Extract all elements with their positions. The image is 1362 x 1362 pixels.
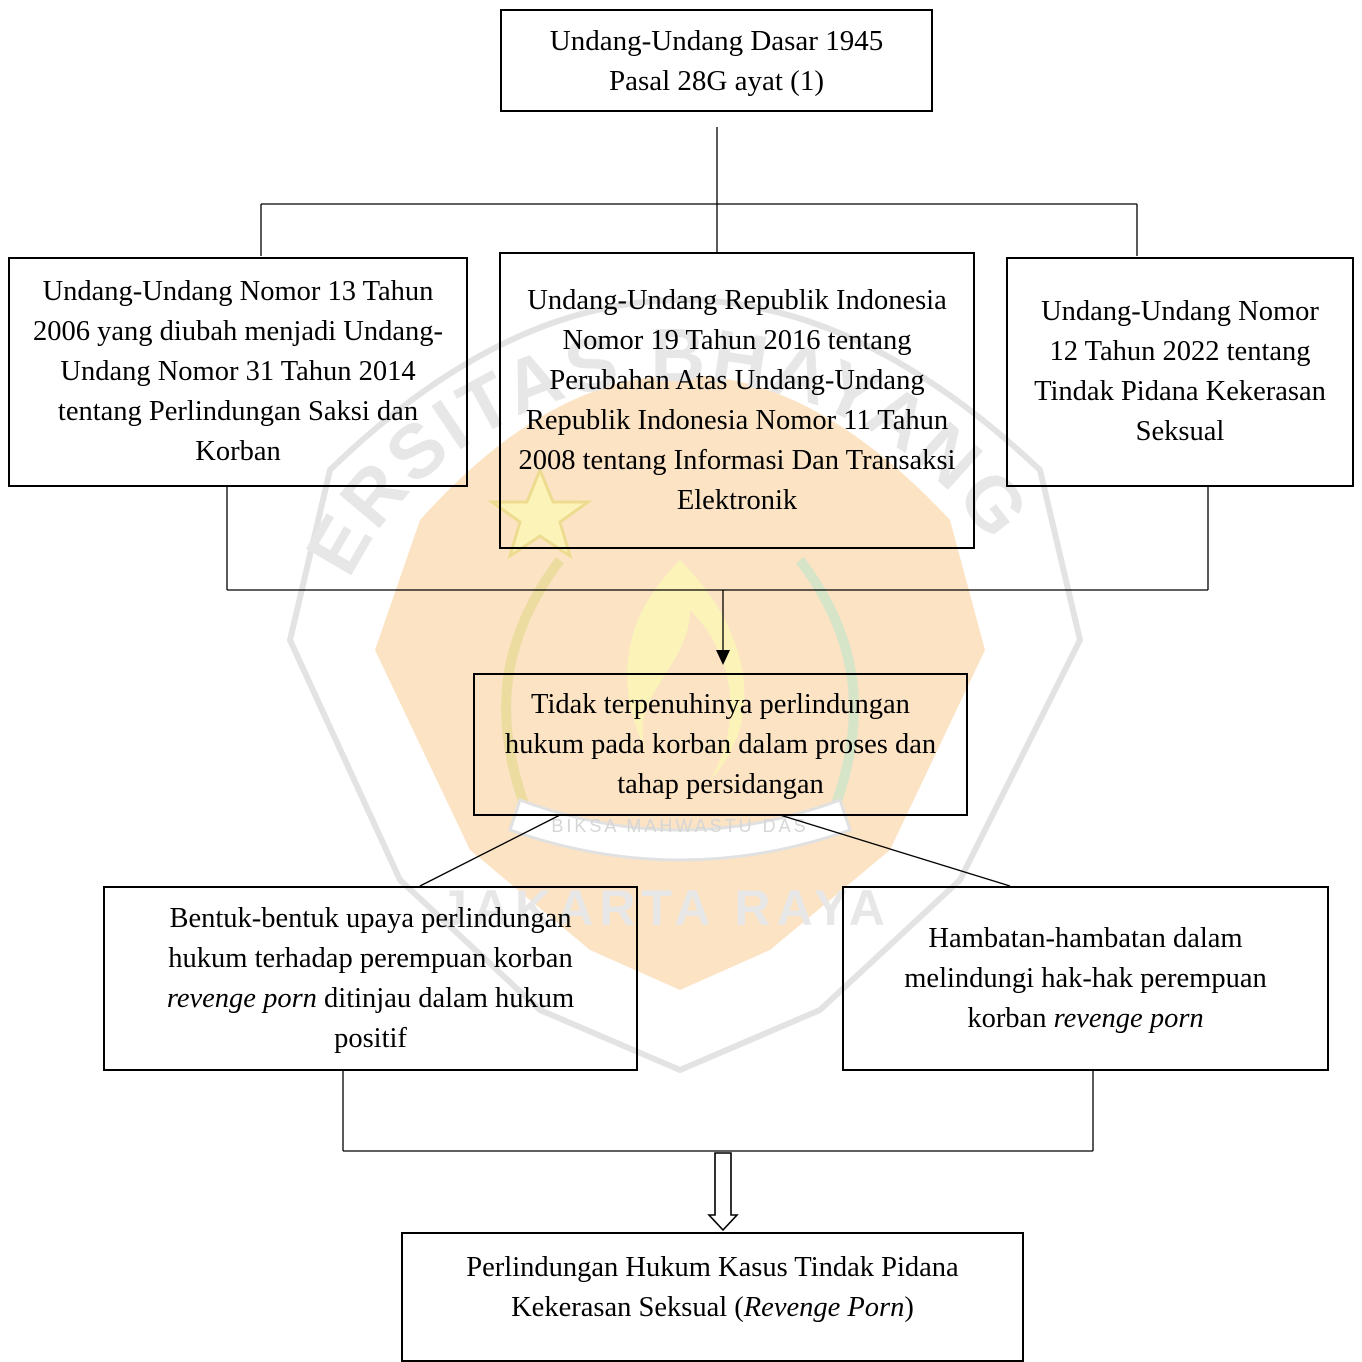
box-tidak-terpenuhinya: Tidak terpenuhinya perlindungan hukum pa… [473, 673, 968, 816]
box-perlindungan-hukum-revenge-porn: Perlindungan Hukum Kasus Tindak Pidana K… [401, 1232, 1024, 1362]
box-perlindungan-hukum-text-end: ) [904, 1292, 914, 1323]
connector-split-right [779, 814, 1011, 887]
box-uu-perlindungan-saksi-text: Undang-Undang Nomor 13 Tahun 2006 yang d… [33, 276, 443, 467]
box-uu-tpks: Undang-Undang Nomor 12 Tahun 2022 tentan… [1006, 257, 1354, 487]
connector-split-left [419, 814, 561, 887]
shield-shape [286, 297, 1084, 1074]
motto-ribbon [508, 798, 852, 862]
watermark-bottom-text: JAKARTA RAYA [439, 880, 891, 936]
star-icon [487, 466, 593, 560]
box-tidak-terpenuhinya-text: Tidak terpenuhinya perlindungan hukum pa… [504, 688, 937, 800]
box-uud-1945-line2: Pasal 28G ayat (1) [608, 64, 824, 97]
watermark-motto: BIKSA MAHWASTU DAS [551, 816, 808, 836]
box-uu-ite: Undang-Undang Republik Indonesia Nomor 1… [499, 252, 975, 549]
box-perlindungan-hukum-text: Perlindungan Hukum Kasus Tindak Pidana K… [466, 1252, 959, 1323]
hollow-arrow-down [707, 1152, 739, 1232]
flame-icon [627, 560, 745, 780]
box-hambatan-text: Hambatan-hambatan dalam melindungi hak-h… [904, 922, 1267, 1034]
box-bentuk-upaya-text: Bentuk-bentuk upaya perlindungan hukum t… [168, 902, 573, 974]
box-uu-ite-text: Undang-Undang Republik Indonesia Nomor 1… [518, 284, 956, 516]
box-uu-perlindungan-saksi: Undang-Undang Nomor 13 Tahun 2006 yang d… [8, 257, 468, 487]
box-uu-tpks-text: Undang-Undang Nomor 12 Tahun 2022 tentan… [1034, 296, 1326, 447]
box-bentuk-upaya-italic: revenge porn [166, 982, 317, 1014]
box-hambatan-italic: revenge porn [1053, 1002, 1204, 1034]
box-uud-1945-line1: Undang-Undang Dasar 1945 [549, 24, 884, 57]
box-hambatan: Hambatan-hambatan dalam melindungi hak-h… [842, 886, 1329, 1071]
box-perlindungan-hukum-italic: Revenge Porn [743, 1292, 905, 1323]
box-uud-1945: Undang-Undang Dasar 1945 Pasal 28G ayat … [500, 9, 933, 112]
arrowhead-down [716, 650, 730, 665]
box-bentuk-upaya-text-end: ditinjau dalam hukum positif [316, 982, 575, 1054]
box-bentuk-upaya: Bentuk-bentuk upaya perlindungan hukum t… [103, 886, 638, 1071]
